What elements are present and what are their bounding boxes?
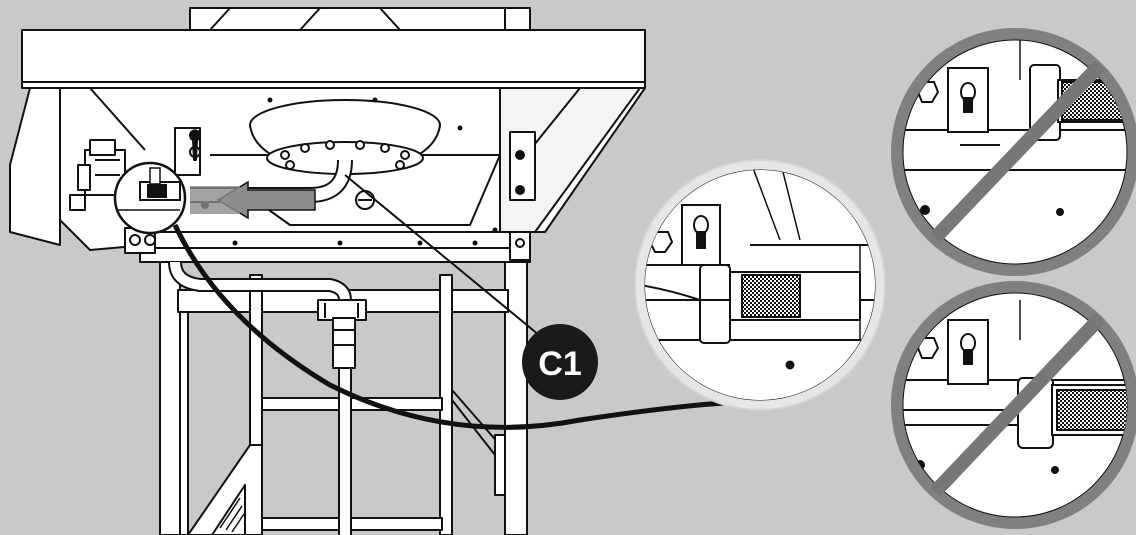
filter-mesh (741, 274, 801, 318)
prohibited-slash-icon (929, 313, 1106, 497)
callout-label: C1 (538, 345, 581, 383)
magnifier-circle (113, 161, 187, 235)
side-left-panel (9, 87, 61, 246)
appliance-underside-view (9, 7, 646, 535)
incorrect-installation-detail-2 (891, 281, 1136, 529)
correct-installation-detail (634, 159, 886, 411)
callout-leader-line (344, 174, 546, 341)
bracket-right (509, 131, 536, 201)
callout-c1: C1 (522, 324, 598, 400)
flow-direction-arrow (190, 180, 316, 220)
prohibited-slash-icon (929, 60, 1106, 243)
filter-cap (699, 264, 731, 344)
worktop (21, 29, 646, 89)
detail-connector-curve (172, 223, 741, 430)
incorrect-installation-detail-1 (891, 28, 1136, 276)
leg-right (504, 261, 528, 535)
